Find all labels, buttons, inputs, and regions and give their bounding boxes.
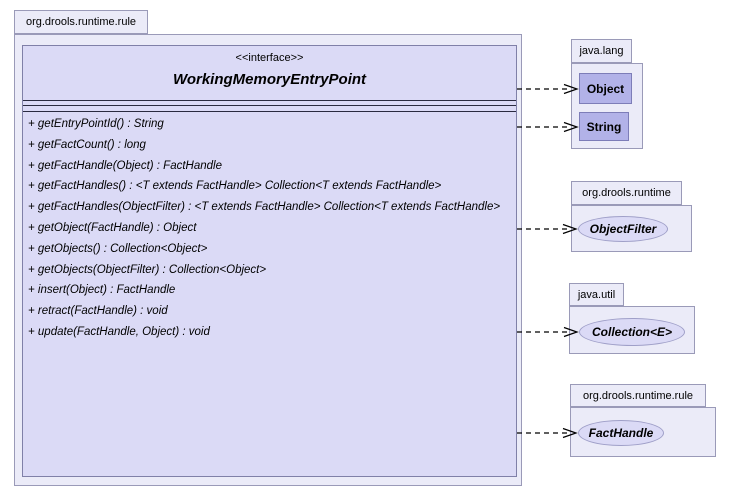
package-tab-org-drools-runtime: org.drools.runtime <box>571 181 682 205</box>
interface-name: Collection<E> <box>591 325 673 339</box>
interface-node-workingmemoryentrypoint[interactable]: <<interface>> WorkingMemoryEntryPoint + … <box>22 45 517 477</box>
name-compartment: <<interface>> WorkingMemoryEntryPoint <box>23 46 516 101</box>
dependency-arrow-to-collection <box>517 326 579 338</box>
attributes-compartment <box>23 101 516 106</box>
dependency-arrow-to-facthandle <box>517 427 578 439</box>
method-item: + getEntryPointId() : String <box>28 118 164 130</box>
interface-name: FactHandle <box>588 426 654 440</box>
package-name: java.lang <box>579 45 624 57</box>
package-name: org.drools.runtime.rule <box>582 389 694 402</box>
method-item: + retract(FactHandle) : void <box>28 305 168 318</box>
package-tab-java-util: java.util <box>569 283 624 306</box>
package-tab-org-drools-runtime-rule: org.drools.runtime.rule <box>14 10 148 34</box>
class-name: Object <box>586 81 625 96</box>
dependency-arrow-to-string <box>517 121 579 133</box>
package-tab-java-lang: java.lang <box>571 39 632 63</box>
interface-name: ObjectFilter <box>589 222 657 236</box>
method-item: + getFactCount() : long <box>28 138 146 151</box>
method-item: + getFactHandles() : <T extends FactHand… <box>28 180 442 193</box>
interface-node-facthandle[interactable]: FactHandle <box>578 420 664 446</box>
method-item: + update(FactHandle, Object) : void <box>28 325 210 338</box>
interface-node-collection-e[interactable]: Collection<E> <box>579 318 685 346</box>
package-name: java.util <box>577 288 616 301</box>
compartment-divider <box>23 106 516 112</box>
class-name: String <box>586 119 622 134</box>
operations-compartment: + getEntryPointId() : String + getFactCo… <box>23 112 516 343</box>
stereotype-label: <<interface>> <box>235 52 304 64</box>
dependency-arrow-to-object <box>517 83 579 95</box>
package-name: org.drools.runtime <box>582 187 671 199</box>
class-node-string[interactable]: String <box>579 112 629 141</box>
class-node-object[interactable]: Object <box>579 73 632 104</box>
package-tab-org-drools-runtime-rule-small: org.drools.runtime.rule <box>570 384 706 407</box>
method-item: + insert(Object) : FactHandle <box>28 284 176 297</box>
method-item: + getFactHandles(ObjectFilter) : <T exte… <box>28 201 501 214</box>
method-item: + getObjects() : Collection<Object> <box>28 242 208 255</box>
method-item: + getObject(FactHandle) : Object <box>28 221 197 234</box>
package-name: org.drools.runtime.rule <box>25 16 137 28</box>
dependency-arrow-to-objectfilter <box>517 223 578 235</box>
method-item: + getObjects(ObjectFilter) : Collection<… <box>28 263 267 276</box>
method-item: + getFactHandle(Object) : FactHandle <box>28 159 222 172</box>
interface-name: WorkingMemoryEntryPoint <box>172 71 367 88</box>
interface-node-objectfilter[interactable]: ObjectFilter <box>578 216 668 242</box>
